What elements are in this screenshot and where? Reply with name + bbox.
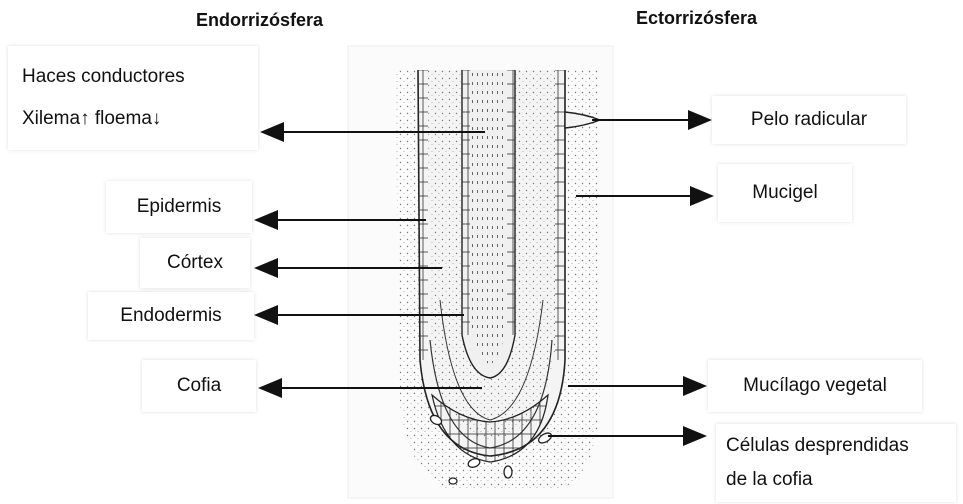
cofia-label: Cofia <box>177 375 221 397</box>
haces-conductores-box: Haces conductores Xilema↑ floema↓ <box>8 46 258 150</box>
epidermis-cells-right <box>555 70 565 360</box>
endodermis-label: Endodermis <box>120 305 221 327</box>
celulas-label-2: de la cofia <box>726 469 813 491</box>
mucigel-box: Mucigel <box>718 164 852 222</box>
ectorrizosfera-heading: Ectorrizósfera <box>636 8 757 29</box>
endodermis-cells-right <box>507 70 515 335</box>
epidermis-cells-left <box>418 70 428 360</box>
celulas-box: Células desprendidas de la cofia <box>716 424 956 502</box>
haces-label: Haces conductores <box>22 66 185 88</box>
endorrizosfera-heading: Endorrizósfera <box>196 10 323 31</box>
endodermis-cells-left <box>462 70 470 335</box>
endodermis-box: Endodermis <box>88 292 254 340</box>
cofia-box: Cofia <box>142 360 256 412</box>
cortex-label: Córtex <box>167 252 223 274</box>
mucilago-box: Mucílago vegetal <box>708 360 922 412</box>
xilema-floema-label: Xilema↑ floema↓ <box>22 108 161 130</box>
mucigel-label: Mucigel <box>752 182 817 204</box>
cortex-box: Córtex <box>140 238 250 288</box>
mucilago-label: Mucílago vegetal <box>743 375 887 397</box>
epidermis-box: Epidermis <box>106 181 252 233</box>
celulas-label-1: Células desprendidas <box>726 435 909 457</box>
pelo-label: Pelo radicular <box>751 109 867 131</box>
vascular-tissue <box>472 72 505 364</box>
pelo-radicular-box: Pelo radicular <box>712 96 906 144</box>
epidermis-label: Epidermis <box>137 196 221 218</box>
